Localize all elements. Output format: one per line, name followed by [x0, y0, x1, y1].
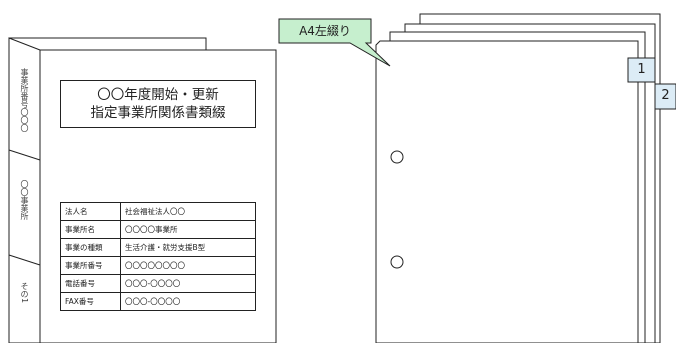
index-tab-1-label: 1: [637, 62, 646, 77]
table-row: FAX番号 〇〇〇-〇〇〇〇: [60, 292, 256, 311]
table-label: 事業の種類: [60, 238, 121, 257]
punch-hole-top: [390, 150, 404, 164]
table-label: 電話番号: [60, 274, 121, 293]
spine-text-middle: 〇〇事業所: [20, 180, 29, 220]
spine-divider-1: [8, 149, 41, 161]
callout-bubble: [278, 18, 391, 67]
table-value: 〇〇〇-〇〇〇〇: [120, 292, 256, 311]
paper-stack: [375, 13, 661, 343]
table-value: 〇〇〇〇〇〇〇〇: [120, 256, 256, 275]
spine-divider-2: [8, 254, 41, 266]
table-value: 生活介護・就労支援B型: [120, 238, 256, 257]
table-row: 法人名 社会福祉法人〇〇: [60, 202, 256, 221]
table-label: 事業所番号: [60, 256, 121, 275]
spine-text-top: 事業所番号〇〇〇: [20, 68, 29, 132]
table-label: 法人名: [60, 202, 121, 221]
cover-title-line-2: 指定事業所関係書類綴: [90, 105, 226, 121]
table-row: 電話番号 〇〇〇-〇〇〇〇: [60, 274, 256, 293]
spine-text-bottom: その1: [20, 282, 29, 304]
index-tabs: [627, 57, 676, 110]
table-row: 事業所番号 〇〇〇〇〇〇〇〇: [60, 256, 256, 275]
binder-back-cover-edge: [9, 37, 207, 50]
binder-spine: [8, 37, 41, 343]
table-label: 事業所名: [60, 220, 121, 239]
table-value: 〇〇〇-〇〇〇〇: [120, 274, 256, 293]
cover-title-box: 〇〇年度開始・更新 指定事業所関係書類綴: [60, 80, 256, 128]
table-label: FAX番号: [60, 292, 121, 311]
table-row: 事業所名 〇〇〇〇事業所: [60, 220, 256, 239]
index-tab-2-label: 2: [661, 88, 670, 103]
table-value: 社会福祉法人〇〇: [120, 202, 256, 221]
cover-title-line-1: 〇〇年度開始・更新: [97, 87, 219, 103]
info-table: 法人名 社会福祉法人〇〇 事業所名 〇〇〇〇事業所 事業の種類 生活介護・就労支…: [60, 202, 256, 311]
punch-hole-bottom: [390, 255, 404, 269]
table-row: 事業の種類 生活介護・就労支援B型: [60, 238, 256, 257]
callout-label: A4左綴り: [299, 24, 351, 38]
index-tab-1: [627, 57, 656, 83]
table-value: 〇〇〇〇事業所: [120, 220, 256, 239]
callout: [278, 18, 391, 67]
paper-sheet-front: [375, 40, 639, 343]
index-tab-2: [654, 83, 676, 110]
